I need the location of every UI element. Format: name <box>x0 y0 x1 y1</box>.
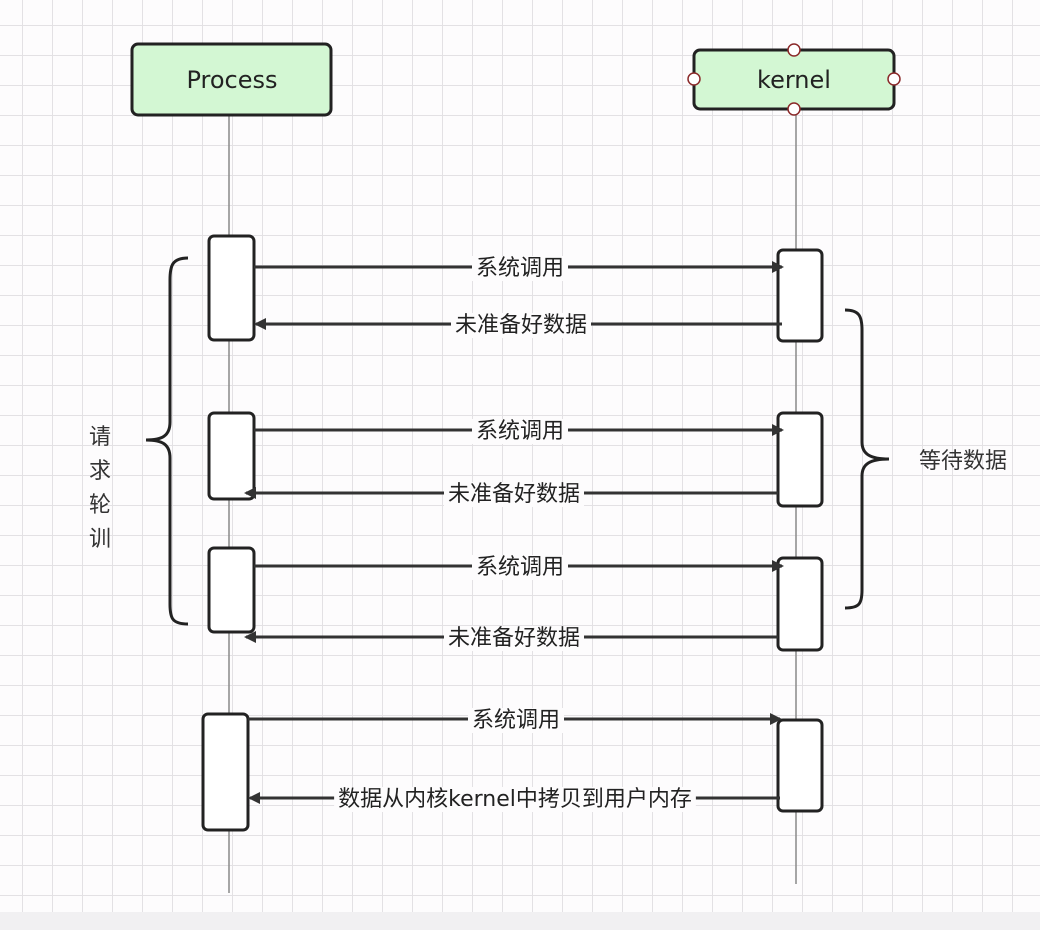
participant-label: Process <box>186 66 277 94</box>
curly-brace-right[interactable] <box>844 308 890 610</box>
message-label-background <box>471 555 569 580</box>
annotation-char: 求 <box>89 459 111 484</box>
connection-handle-right[interactable] <box>887 72 901 86</box>
message-request[interactable]: 系统调用 <box>254 555 784 580</box>
activation-kernel[interactable] <box>776 248 824 343</box>
canvas-footer-bar <box>0 912 1040 930</box>
activation-process[interactable] <box>201 712 250 832</box>
activation-process[interactable] <box>207 546 256 634</box>
annotation-label-left: 请求轮训 <box>89 425 111 552</box>
participant-kernel[interactable]: kernel <box>687 43 901 116</box>
participant-label: kernel <box>757 66 831 94</box>
message-label: 未准备好数据 <box>455 313 587 338</box>
annotation-right[interactable]: 等待数据 <box>844 308 1007 610</box>
message-label-background <box>334 787 696 812</box>
message-response[interactable]: 未准备好数据 <box>254 313 782 338</box>
connection-handle-top[interactable] <box>787 43 801 57</box>
activation-process[interactable] <box>207 411 256 501</box>
message-label-background <box>471 419 569 444</box>
message-label: 未准备好数据 <box>448 626 580 651</box>
annotation-char: 训 <box>89 527 111 552</box>
message-label-background <box>443 482 585 507</box>
message-label: 未准备好数据 <box>448 482 580 507</box>
message-response[interactable]: 未准备好数据 <box>244 482 778 507</box>
message-label-background <box>467 708 565 733</box>
participant-process[interactable]: Process <box>130 42 333 117</box>
message-label: 系统调用 <box>472 708 560 733</box>
message-label: 系统调用 <box>476 555 564 580</box>
activation-kernel[interactable] <box>776 718 824 813</box>
message-response[interactable]: 未准备好数据 <box>244 626 778 651</box>
message-label-background <box>471 256 569 281</box>
annotation-char: 请 <box>89 425 111 450</box>
message-label: 系统调用 <box>476 419 564 444</box>
participant-box[interactable] <box>130 42 333 117</box>
message-request[interactable]: 系统调用 <box>254 419 784 444</box>
messages: 系统调用未准备好数据系统调用未准备好数据系统调用未准备好数据系统调用数据从内核k… <box>244 256 784 812</box>
connection-handle-bottom[interactable] <box>787 102 801 116</box>
activation-kernel[interactable] <box>776 556 824 652</box>
message-request[interactable]: 系统调用 <box>248 708 782 733</box>
message-request[interactable]: 系统调用 <box>254 256 784 281</box>
message-label: 系统调用 <box>476 256 564 281</box>
connection-handle-left[interactable] <box>687 72 701 86</box>
activation-kernel[interactable] <box>776 411 824 508</box>
curly-brace-left[interactable] <box>145 256 189 626</box>
annotation-char: 轮 <box>89 493 111 518</box>
annotation-label-right: 等待数据 <box>919 449 1007 474</box>
message-label: 数据从内核kernel中拷贝到用户内存 <box>338 787 692 812</box>
message-response[interactable]: 数据从内核kernel中拷贝到用户内存 <box>248 787 780 812</box>
activation-process[interactable] <box>207 234 256 342</box>
message-label-background <box>450 313 592 338</box>
message-label-background <box>443 626 585 651</box>
annotation-left[interactable]: 请求轮训 <box>89 256 189 626</box>
